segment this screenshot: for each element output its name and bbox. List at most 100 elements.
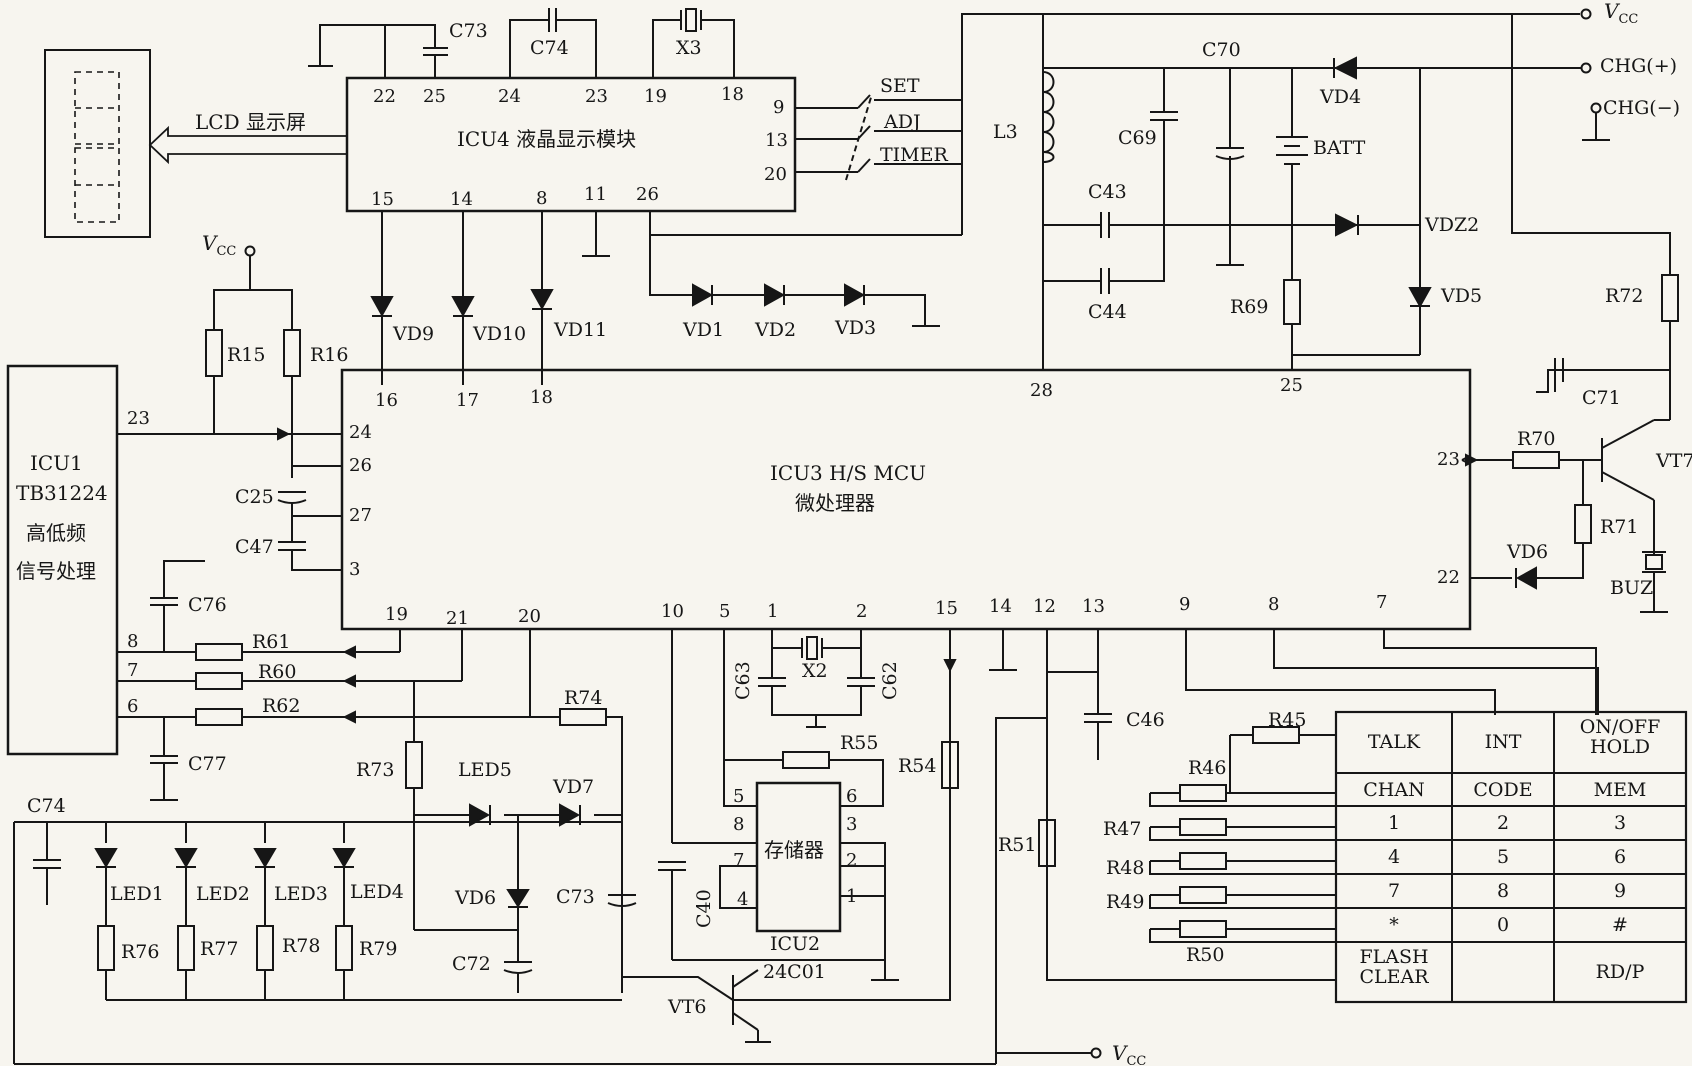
keypad-key-6-0: CLEAR	[1359, 966, 1429, 988]
lcd-label: LCD 显示屏	[195, 110, 306, 134]
icu4-pin-25: 25	[423, 86, 446, 107]
icu4-pin-23: 23	[585, 86, 608, 107]
icu3-pin-12: 12	[1033, 596, 1056, 617]
c43-label: C43	[1088, 181, 1127, 203]
led4-label: LED4	[350, 881, 404, 903]
r60-label: R60	[258, 661, 296, 683]
icu4-pin-20: 20	[764, 164, 787, 185]
c70-label: C70	[1202, 39, 1241, 61]
vcc-top-label: VCC	[1604, 0, 1638, 27]
c69-label: C69	[1118, 127, 1157, 149]
led3-label: LED3	[274, 883, 328, 905]
icu1-line-2: TB31224	[16, 481, 108, 505]
keypad-key-5-1: 0	[1497, 914, 1509, 936]
c62-label: C62	[879, 661, 901, 700]
vd6b-label: VD6	[454, 887, 496, 909]
icu4-box	[345, 76, 797, 213]
batt-label: BATT	[1313, 137, 1366, 159]
timer-label: TIMER	[880, 144, 949, 166]
r61-label: R61	[252, 631, 290, 653]
icu3-pin-2: 2	[856, 601, 867, 622]
icu2-pin-1: 1	[846, 886, 857, 907]
c76-label: C76	[188, 594, 227, 616]
keypad-key-0-0: TALK	[1368, 731, 1421, 753]
vd6-label: VD6	[1506, 541, 1548, 563]
keypad-key-2-1: 2	[1497, 812, 1509, 834]
c25-label: C25	[235, 486, 274, 508]
adj-label: ADJ	[883, 111, 921, 133]
c71-label: C71	[1582, 387, 1621, 409]
icu3-pin-23: 23	[1437, 449, 1460, 470]
vd5-label: VD5	[1440, 285, 1482, 307]
icu4-pin-18: 18	[721, 84, 744, 105]
keypad-key-5-0: *	[1389, 914, 1399, 936]
icu2-pin-6: 6	[846, 786, 857, 807]
lcd-segments	[74, 71, 120, 223]
icu3-pin-15: 15	[935, 598, 958, 619]
icu2-pin-2: 2	[846, 850, 857, 871]
icu1-box	[6, 364, 119, 756]
icu4-pin-14: 14	[450, 189, 473, 210]
icu3-pin-24: 24	[349, 422, 372, 443]
r16-label: R16	[310, 344, 348, 366]
c40-label: C40	[693, 889, 715, 928]
icu4-pin-19: 19	[644, 86, 667, 107]
keypad-key-4-1: 8	[1497, 880, 1509, 902]
icu4-pin-11: 11	[584, 184, 607, 205]
icu3-pin-26: 26	[349, 455, 372, 476]
icu3-pin-22: 22	[1437, 567, 1460, 588]
r50-label: R50	[1186, 944, 1224, 966]
keypad-key-0-2: ON/OFF	[1580, 716, 1661, 738]
icu3-title: ICU3 H/S MCU	[770, 461, 926, 485]
c46-label: C46	[1126, 709, 1165, 731]
r71-label: R71	[1600, 516, 1638, 538]
buz-label: BUZ	[1610, 577, 1653, 599]
keypad-key-3-0: 4	[1388, 846, 1400, 868]
keypad-key-0-1: INT	[1485, 731, 1522, 753]
c44-label: C44	[1088, 301, 1127, 323]
icu2-pin-4: 4	[737, 889, 748, 910]
icu4-pin-22: 22	[373, 86, 396, 107]
icu2-pin-5: 5	[733, 786, 744, 807]
keypad-key-4-0: 7	[1388, 880, 1400, 902]
r55-label: R55	[840, 732, 878, 754]
icu3-pin-20: 20	[518, 606, 541, 627]
icu1-line-4: 信号处理	[16, 559, 96, 583]
keypad-key-1-0: CHAN	[1363, 779, 1424, 801]
icu4-title: ICU4 液晶显示模块	[457, 127, 636, 151]
c47-label: C47	[235, 536, 274, 558]
r62-label: R62	[262, 695, 300, 717]
icu3-pin-13: 13	[1082, 596, 1105, 617]
chg-minus-label: CHG(−)	[1603, 97, 1680, 119]
icu3-pin-5: 5	[719, 601, 730, 622]
icu3-pin-27: 27	[349, 505, 372, 526]
icu1-pin-7: 7	[127, 660, 138, 681]
icu3-pin-3: 3	[349, 559, 360, 580]
r73-label: R73	[356, 759, 394, 781]
keypad-key-1-1: CODE	[1473, 779, 1532, 801]
vd7-label: VD7	[552, 776, 594, 798]
icu2-pin-7: 7	[733, 850, 744, 871]
icu3-pin-28: 28	[1030, 380, 1053, 401]
vd11-label: VD11	[553, 319, 607, 341]
c74b-label: C74	[27, 795, 66, 817]
vdz2-label: VDZ2	[1424, 214, 1479, 236]
vt6-label: VT6	[667, 996, 706, 1018]
vd2-label: VD2	[754, 319, 796, 341]
r45-label: R45	[1268, 709, 1306, 731]
icu3-pin-17: 17	[456, 390, 479, 411]
icu4-pin-26: 26	[636, 184, 659, 205]
r72-label: R72	[1605, 285, 1643, 307]
diodes	[94, 56, 1537, 908]
icu4-pin-8: 8	[536, 188, 547, 209]
r79-label: R79	[359, 938, 397, 960]
r48-label: R48	[1106, 857, 1144, 879]
x2-label: X2	[802, 660, 828, 682]
c74-label: C74	[530, 37, 569, 59]
icu3-pin-9: 9	[1179, 594, 1190, 615]
vcc-left-label: VCC	[202, 231, 236, 259]
icu3-pin-19: 19	[385, 604, 408, 625]
x3-label: X3	[676, 37, 702, 59]
chg-plus-label: CHG(+)	[1600, 55, 1677, 77]
